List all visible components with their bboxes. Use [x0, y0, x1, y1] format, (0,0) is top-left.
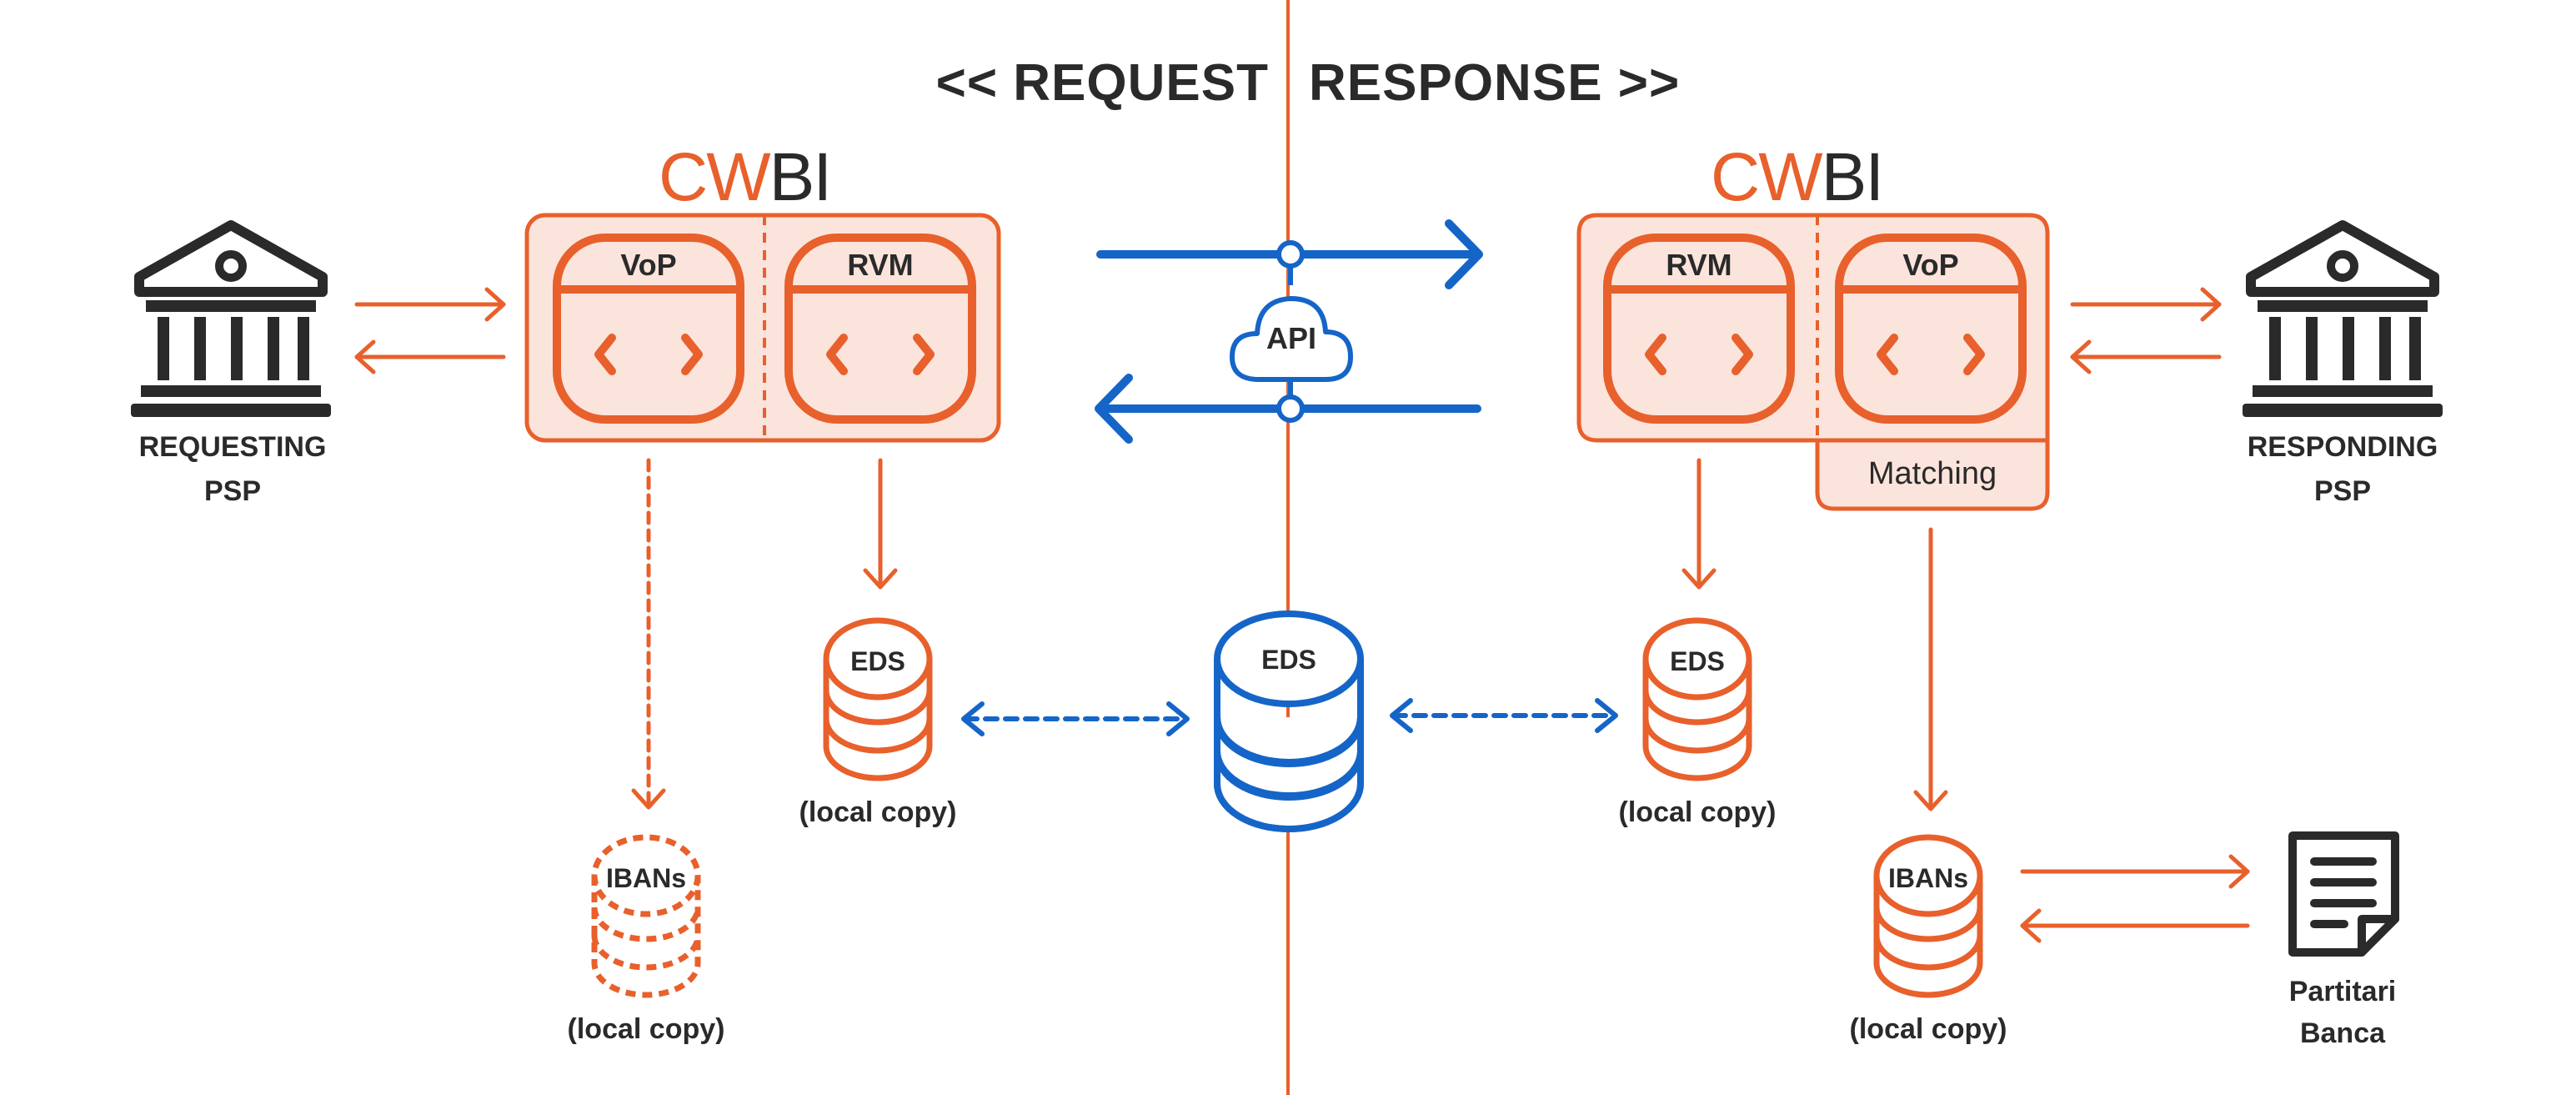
cwbi-logo-left: CWBI — [659, 139, 830, 215]
cwbi-logo-right: CWBI — [1711, 139, 1882, 215]
database-icon-eds-right — [1642, 617, 1752, 781]
document-label: Partitari — [2289, 976, 2397, 1007]
document-label-2: Banca — [2300, 1017, 2386, 1049]
ibans-left-local-copy: (local copy) — [568, 1013, 725, 1045]
responding-psp: RESPONDING PSP — [2243, 225, 2443, 507]
eds-left-local-copy: (local copy) — [799, 796, 957, 828]
api-label: API — [1266, 321, 1316, 355]
vop-service-box: VoP — [1839, 238, 2022, 419]
ibans-right-label: IBANs — [1888, 863, 1968, 893]
eds-sync-arrows — [961, 698, 1618, 736]
vop-label: VoP — [1902, 248, 1958, 282]
request-heading: << REQUEST — [936, 54, 1269, 112]
document-icon — [2288, 831, 2399, 957]
ibans-left-label: IBANs — [606, 863, 686, 893]
eds-left-label: EDS — [850, 646, 905, 676]
eds-right-local-copy: (local copy) — [1619, 796, 1777, 828]
requesting-psp: REQUESTING PSP — [131, 225, 331, 507]
response-heading: RESPONSE >> — [1309, 54, 1680, 112]
eds-right-label: EDS — [1670, 646, 1725, 676]
responding-psp-label: RESPONDING — [2248, 431, 2438, 463]
bank-building-icon — [2243, 225, 2443, 417]
vop-label: VoP — [620, 248, 676, 282]
bank-building-icon — [131, 225, 331, 417]
ibans-right-local-copy: (local copy) — [1850, 1013, 2007, 1045]
cloud-icon — [1230, 296, 1353, 382]
rvm-label: RVM — [847, 248, 913, 282]
responding-psp-label-2: PSP — [2314, 475, 2371, 507]
matching-label: Matching — [1868, 456, 1997, 491]
ibans-document-arrows — [2020, 854, 2250, 943]
database-icon-ibans-left — [591, 834, 701, 998]
module-arrows — [631, 458, 1948, 811]
requesting-psp-label: REQUESTING — [139, 431, 327, 463]
database-icon-eds-left — [823, 617, 933, 781]
api-exchange: API — [1095, 219, 1483, 444]
right-cwbi-module: RVM VoP Matching — [1576, 213, 2050, 511]
left-cwbi-module: VoP RVM — [524, 213, 1001, 443]
psp-arrows — [354, 287, 2222, 374]
rvm-service-box: RVM — [789, 238, 972, 419]
rvm-service-box: RVM — [1607, 238, 1791, 419]
rvm-label: RVM — [1666, 248, 1732, 282]
requesting-psp-label-2: PSP — [204, 475, 261, 507]
central-eds-label: EDS — [1261, 645, 1316, 675]
database-icon-ibans-right — [1873, 834, 1983, 998]
vop-service-box: VoP — [557, 238, 740, 419]
